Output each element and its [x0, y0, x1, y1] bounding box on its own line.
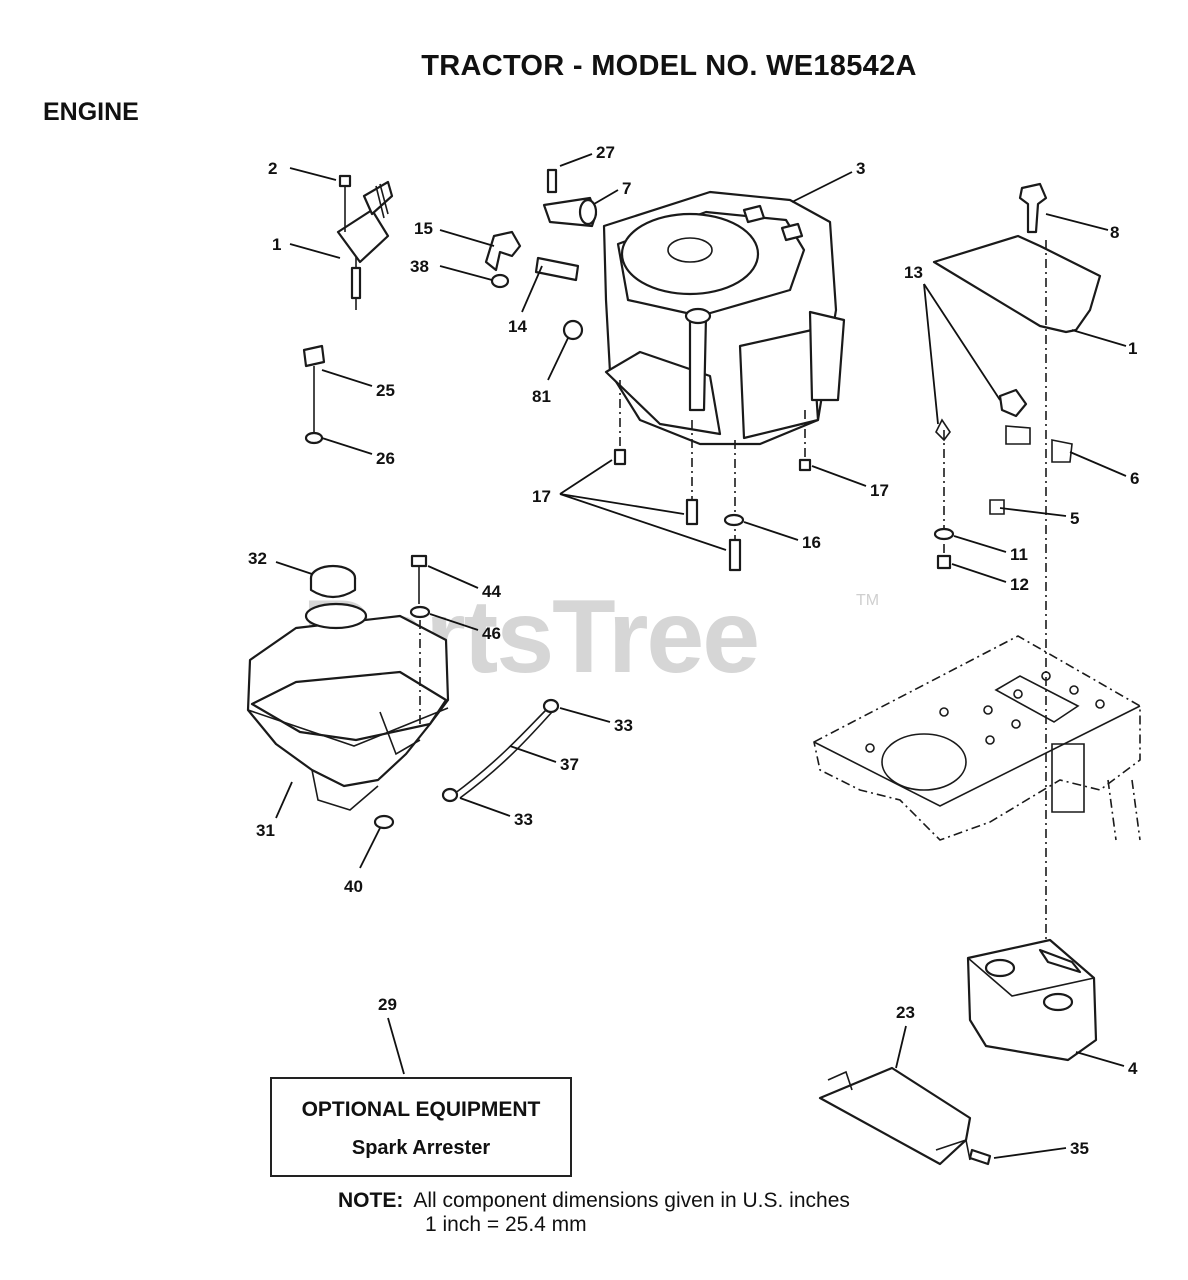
engine-mount-bolts — [613, 380, 812, 572]
engine — [602, 190, 846, 446]
callout-label: 33 — [514, 810, 533, 829]
callout-label: 33 — [614, 716, 633, 735]
optional-equipment-title: OPTIONAL EQUIPMENT — [301, 1098, 541, 1121]
callout-label: 5 — [1070, 509, 1079, 528]
callout-label: 37 — [560, 755, 579, 774]
callout-label: 2 — [268, 159, 277, 178]
optional-equipment-box: OPTIONAL EQUIPMENT Spark Arrester — [270, 1077, 572, 1177]
callout-label: 1 — [1128, 339, 1137, 358]
callout-label: 31 — [256, 821, 275, 840]
callout-label: 40 — [344, 877, 363, 896]
callout-labels: 1 2 27 7 3 15 38 14 81 8 1 25 26 13 6 5 … — [248, 143, 1139, 1158]
callout-label: 23 — [896, 1003, 915, 1022]
note-label: NOTE: — [338, 1189, 404, 1212]
callout-label: 15 — [414, 219, 433, 238]
section-heading: ENGINE — [43, 98, 139, 126]
bracket-hardware — [933, 388, 1073, 570]
tank-bolt — [409, 554, 431, 724]
callout-label: 35 — [1070, 1139, 1089, 1158]
fuel-line — [441, 698, 560, 803]
callout-label: 3 — [856, 159, 865, 178]
leader-lines — [275, 153, 1127, 1159]
watermark-trademark: TM — [856, 592, 880, 609]
optional-equipment-item: Spark Arrester — [351, 1137, 491, 1159]
fuel-tank — [246, 564, 450, 811]
callout-label: 44 — [482, 582, 501, 601]
nut — [373, 814, 395, 830]
dimension-note: NOTE: All component dimensions given in U… — [338, 1188, 850, 1213]
callout-label: 27 — [596, 143, 615, 162]
note-line-2: 1 inch = 25.4 mm — [425, 1213, 587, 1236]
callout-label: 38 — [410, 257, 429, 276]
callout-label: 4 — [1128, 1059, 1138, 1078]
fuel-fittings — [484, 230, 584, 341]
callout-label: 12 — [1010, 575, 1029, 594]
callout-label: 14 — [508, 317, 527, 336]
callout-label: 25 — [376, 381, 395, 400]
clamp — [542, 168, 598, 228]
callout-label: 6 — [1130, 469, 1139, 488]
callout-label: 46 — [482, 624, 501, 643]
callout-label: 11 — [1010, 545, 1028, 564]
callout-label: 7 — [622, 179, 631, 198]
callout-label: 17 — [870, 481, 889, 500]
note-line-1: All component dimensions given in U.S. i… — [413, 1189, 850, 1212]
dipstick — [302, 344, 326, 445]
tractor-frame — [813, 635, 1141, 841]
spark-arrester — [818, 1066, 992, 1166]
callout-label: 8 — [1110, 223, 1119, 242]
callout-label: 1 — [272, 235, 281, 254]
muffler — [966, 938, 1098, 1062]
callout-label: 16 — [802, 533, 821, 552]
callout-label: 13 — [904, 263, 923, 282]
page-title: TRACTOR - MODEL NO. WE18542A — [421, 50, 917, 82]
mounting-plate — [932, 182, 1102, 950]
throttle-control — [336, 174, 394, 310]
callout-label: 29 — [378, 995, 397, 1014]
callout-label: 17 — [532, 487, 551, 506]
callout-label: 32 — [248, 549, 267, 568]
callout-label: 81 — [532, 387, 551, 406]
callout-label: 26 — [376, 449, 395, 468]
